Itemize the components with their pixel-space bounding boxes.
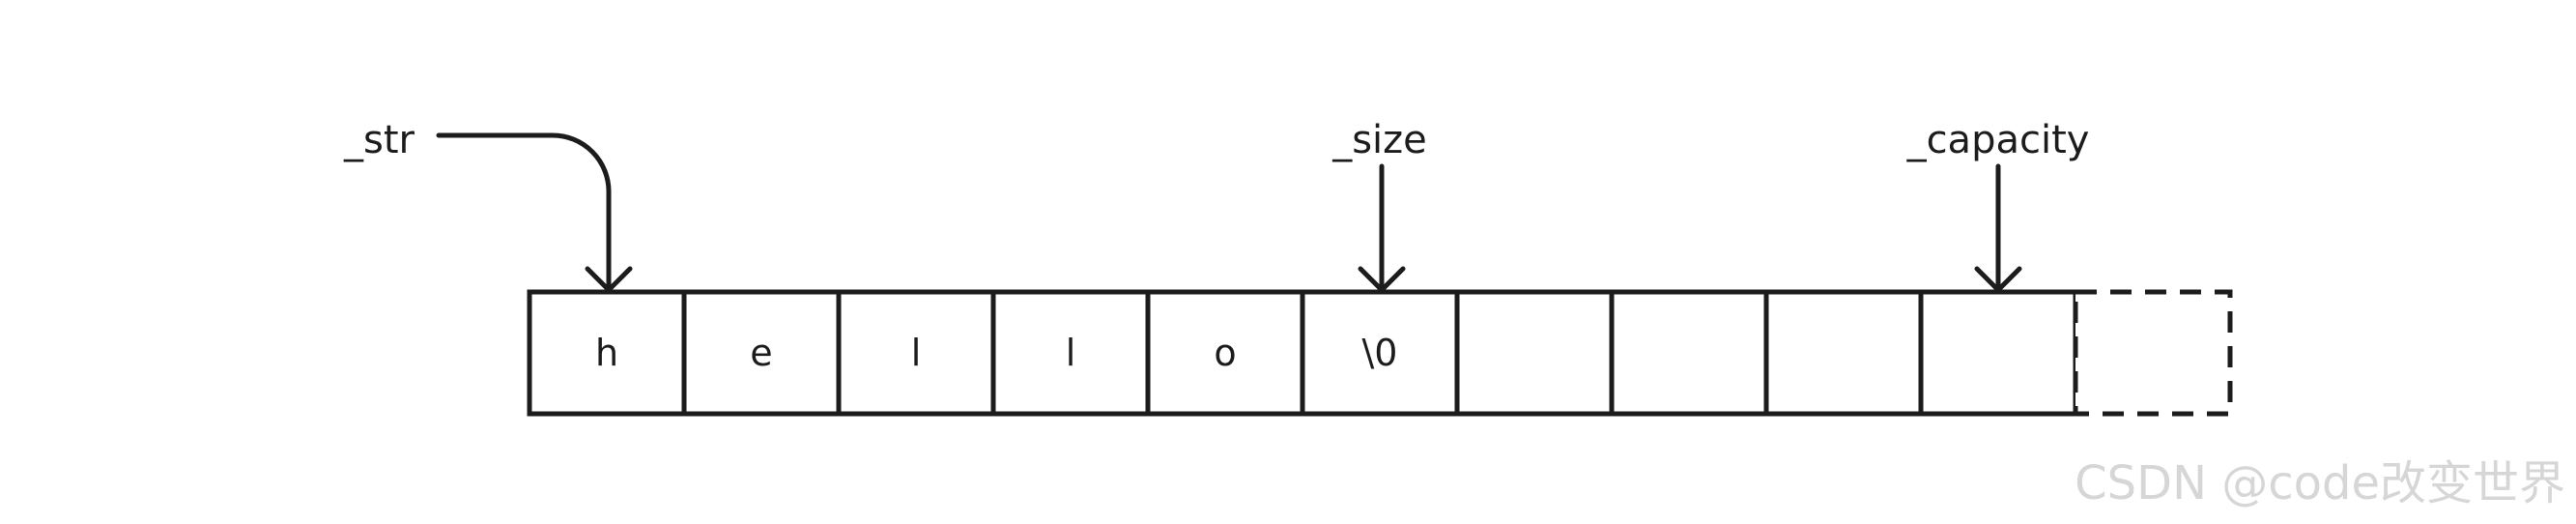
cell-char-3: l bbox=[1066, 332, 1076, 374]
pointer-str-arrow-line bbox=[436, 132, 612, 291]
cell-char-5: \0 bbox=[1362, 332, 1398, 374]
buffer-cell-5: \0 bbox=[1300, 289, 1460, 417]
pointer-capacity-arrow-head bbox=[1974, 266, 2022, 293]
buffer-cell-0: h bbox=[527, 289, 687, 417]
pointer-label-str: _str bbox=[343, 118, 415, 162]
buffer-cell-4: o bbox=[1145, 289, 1305, 417]
pointer-label-capacity: _capacity bbox=[1906, 118, 2090, 162]
buffer-cell-8 bbox=[1763, 289, 1924, 417]
buffer-cell-terminator-slot bbox=[2073, 289, 2233, 417]
buffer-cell-2: l bbox=[836, 289, 996, 417]
pointer-capacity: _capacity bbox=[1906, 118, 2090, 293]
buffer-cell-6 bbox=[1454, 289, 1615, 417]
cell-char-2: l bbox=[911, 332, 922, 374]
buffer-cell-7 bbox=[1609, 289, 1769, 417]
cell-char-4: o bbox=[1214, 332, 1236, 374]
buffer-cell-9 bbox=[1918, 289, 2078, 417]
cell-char-1: e bbox=[750, 332, 772, 374]
buffer-cell-3: l bbox=[990, 289, 1151, 417]
buffer-cell-1: e bbox=[681, 289, 842, 417]
buffer-cells: h e l l o \0 bbox=[527, 289, 2233, 417]
pointer-label-size: _size bbox=[1331, 118, 1427, 162]
pointer-str: _str bbox=[343, 118, 633, 293]
watermark-text: CSDN @code改变世界 bbox=[2075, 456, 2565, 510]
pointer-size: _size bbox=[1331, 118, 1427, 293]
pointer-str-arrow-head bbox=[585, 266, 633, 293]
pointer-size-arrow-head bbox=[1358, 266, 1406, 293]
cell-char-0: h bbox=[595, 332, 618, 374]
